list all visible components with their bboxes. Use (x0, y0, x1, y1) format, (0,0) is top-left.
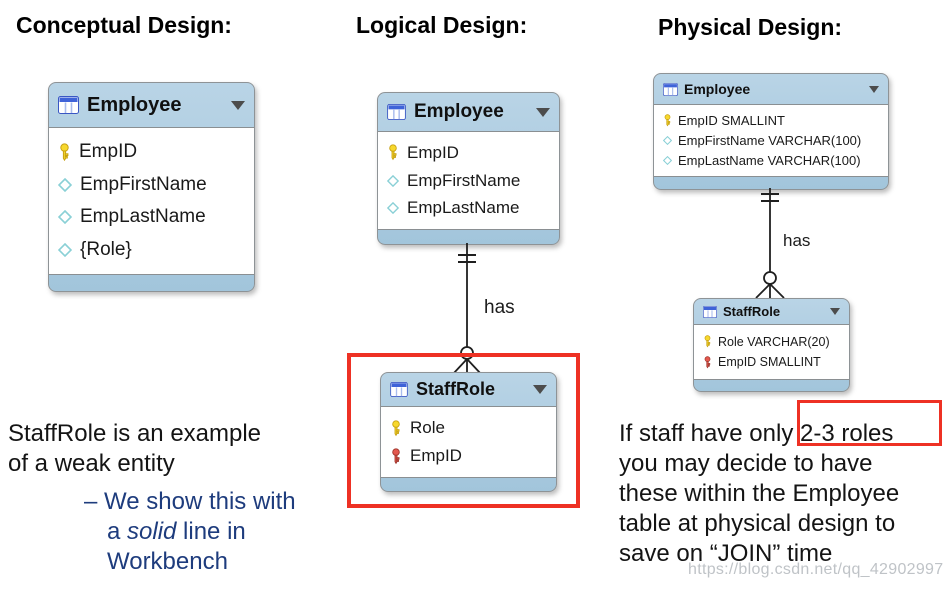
entity-employee-physical: Employee EmpID SMALLINT EmpFirstName VAR… (653, 73, 889, 190)
collapse-arrow-icon (869, 85, 879, 93)
attribute-row: EmpFirstName (49, 174, 254, 196)
attribute-label: EmpLastName VARCHAR(100) (678, 153, 861, 168)
entity-header: Employee (654, 74, 888, 104)
highlight-box-staffrole (347, 353, 580, 508)
attribute-diamond-icon (387, 202, 399, 215)
heading-conceptual-design: Conceptual Design: (16, 12, 232, 38)
collapse-arrow-icon (536, 107, 550, 117)
attribute-label: EmpLastName (407, 198, 520, 218)
note-line: StaffRole is an example (8, 420, 262, 447)
entity-title: Employee (684, 81, 751, 97)
entity-title: StaffRole (416, 379, 496, 399)
entity-header: Employee (49, 83, 254, 127)
attribute-row: EmpID (49, 141, 254, 163)
attribute-row: EmpID SMALLINT (694, 355, 849, 369)
attribute-label: EmpFirstName VARCHAR(100) (678, 133, 862, 148)
entity-staffrole-logical: StaffRole Role EmpID (380, 372, 557, 492)
primary-key-icon (664, 114, 671, 127)
entity-title: StaffRole (723, 304, 781, 319)
foreign-key-icon (704, 356, 711, 369)
note-line: table at physical design to (619, 510, 896, 537)
attribute-label: EmpID (407, 142, 459, 162)
attribute-row: EmpID (381, 446, 556, 466)
note-line: you may decide to have (619, 450, 873, 477)
attribute-label: EmpFirstName (407, 170, 521, 190)
entity-staffrole-physical: StaffRole Role VARCHAR(20) EmpID SMALLIN… (693, 298, 850, 392)
italic-solid: solid (127, 518, 177, 545)
table-icon (663, 82, 678, 96)
watermark-text: https://blog.csdn.net/qq_42902997 (688, 561, 944, 578)
entity-body: EmpID EmpFirstName EmpLastName (378, 131, 559, 230)
entity-footer (694, 380, 849, 391)
attribute-row: {Role} (49, 239, 254, 261)
table-icon (390, 382, 408, 397)
attribute-row: EmpFirstName VARCHAR(100) (654, 133, 888, 148)
table-icon (387, 104, 406, 120)
note-line: a solid line in (107, 518, 246, 545)
entity-footer (49, 275, 254, 291)
relationship-label-has: has (484, 297, 515, 318)
entity-title: Employee (87, 93, 182, 116)
attribute-diamond-icon (58, 242, 72, 257)
collapse-arrow-icon (830, 308, 840, 315)
note-join-time: If staff have only 2-3 roles you may dec… (619, 419, 899, 569)
attribute-diamond-icon (663, 156, 672, 165)
table-icon (703, 305, 717, 318)
attribute-label: EmpID SMALLINT (678, 113, 785, 128)
entity-employee-conceptual: Employee EmpID EmpFirstName EmpLastName … (48, 82, 255, 292)
entity-employee-logical: Employee EmpID EmpFirstName EmpLastName (377, 92, 560, 245)
entity-header: Employee (378, 93, 559, 131)
entity-header: StaffRole (381, 373, 556, 406)
heading-logical-design: Logical Design: (356, 12, 528, 38)
heading-physical-design: Physical Design: (658, 14, 843, 40)
attribute-label: {Role} (80, 238, 132, 260)
attribute-diamond-icon (58, 210, 72, 225)
entity-title: Employee (414, 101, 504, 122)
attribute-diamond-icon (387, 174, 399, 187)
attribute-diamond-icon (663, 136, 672, 145)
note-line: Workbench (107, 548, 228, 575)
attribute-row: Role VARCHAR(20) (694, 335, 849, 349)
primary-key-icon (60, 143, 69, 162)
note-weak-entity: StaffRole is an example of a weak entity (8, 419, 261, 479)
attribute-row: EmpLastName VARCHAR(100) (654, 153, 888, 168)
entity-body: EmpID EmpFirstName EmpLastName {Role} (49, 127, 254, 275)
note-line: save on “JOIN” time (619, 540, 833, 567)
attribute-row: EmpFirstName (378, 171, 559, 191)
highlight-box-2-3-roles (797, 400, 942, 446)
collapse-arrow-icon (231, 100, 245, 110)
entity-footer (378, 230, 559, 244)
attribute-label: EmpID (79, 141, 138, 163)
primary-key-icon (704, 335, 711, 348)
attribute-label: EmpID (410, 446, 462, 465)
attribute-label: Role (410, 418, 445, 437)
relationship-connector-logical (452, 243, 482, 375)
entity-body: Role VARCHAR(20) EmpID SMALLINT (694, 324, 849, 380)
attribute-row: EmpID (378, 143, 559, 163)
note-line: – We show this with (84, 488, 296, 515)
attribute-row: EmpID SMALLINT (654, 113, 888, 128)
attribute-label: EmpFirstName (80, 173, 207, 195)
entity-header: StaffRole (694, 299, 849, 324)
relationship-connector-physical (755, 188, 785, 299)
attribute-label: Role VARCHAR(20) (718, 334, 830, 349)
attribute-row: EmpLastName (378, 198, 559, 218)
note-line: of a weak entity (8, 450, 175, 477)
note-line: If staff have only 2-3 roles (619, 420, 894, 447)
primary-key-icon (389, 144, 397, 161)
attribute-row: EmpLastName (49, 206, 254, 228)
entity-body: EmpID SMALLINT EmpFirstName VARCHAR(100)… (654, 104, 888, 177)
note-bullet-solid-line: – We show this with a solid line in Work… (84, 487, 296, 577)
relationship-label-has: has (783, 231, 811, 250)
primary-key-icon (392, 419, 400, 436)
table-icon (58, 96, 79, 114)
note-line: these within the Employee (619, 480, 900, 507)
attribute-label: EmpLastName (80, 206, 206, 228)
collapse-arrow-icon (533, 385, 547, 394)
attribute-diamond-icon (58, 177, 72, 192)
entity-body: Role EmpID (381, 406, 556, 478)
foreign-key-icon (392, 447, 400, 464)
attribute-row: Role (381, 418, 556, 438)
attribute-label: EmpID SMALLINT (718, 355, 821, 370)
